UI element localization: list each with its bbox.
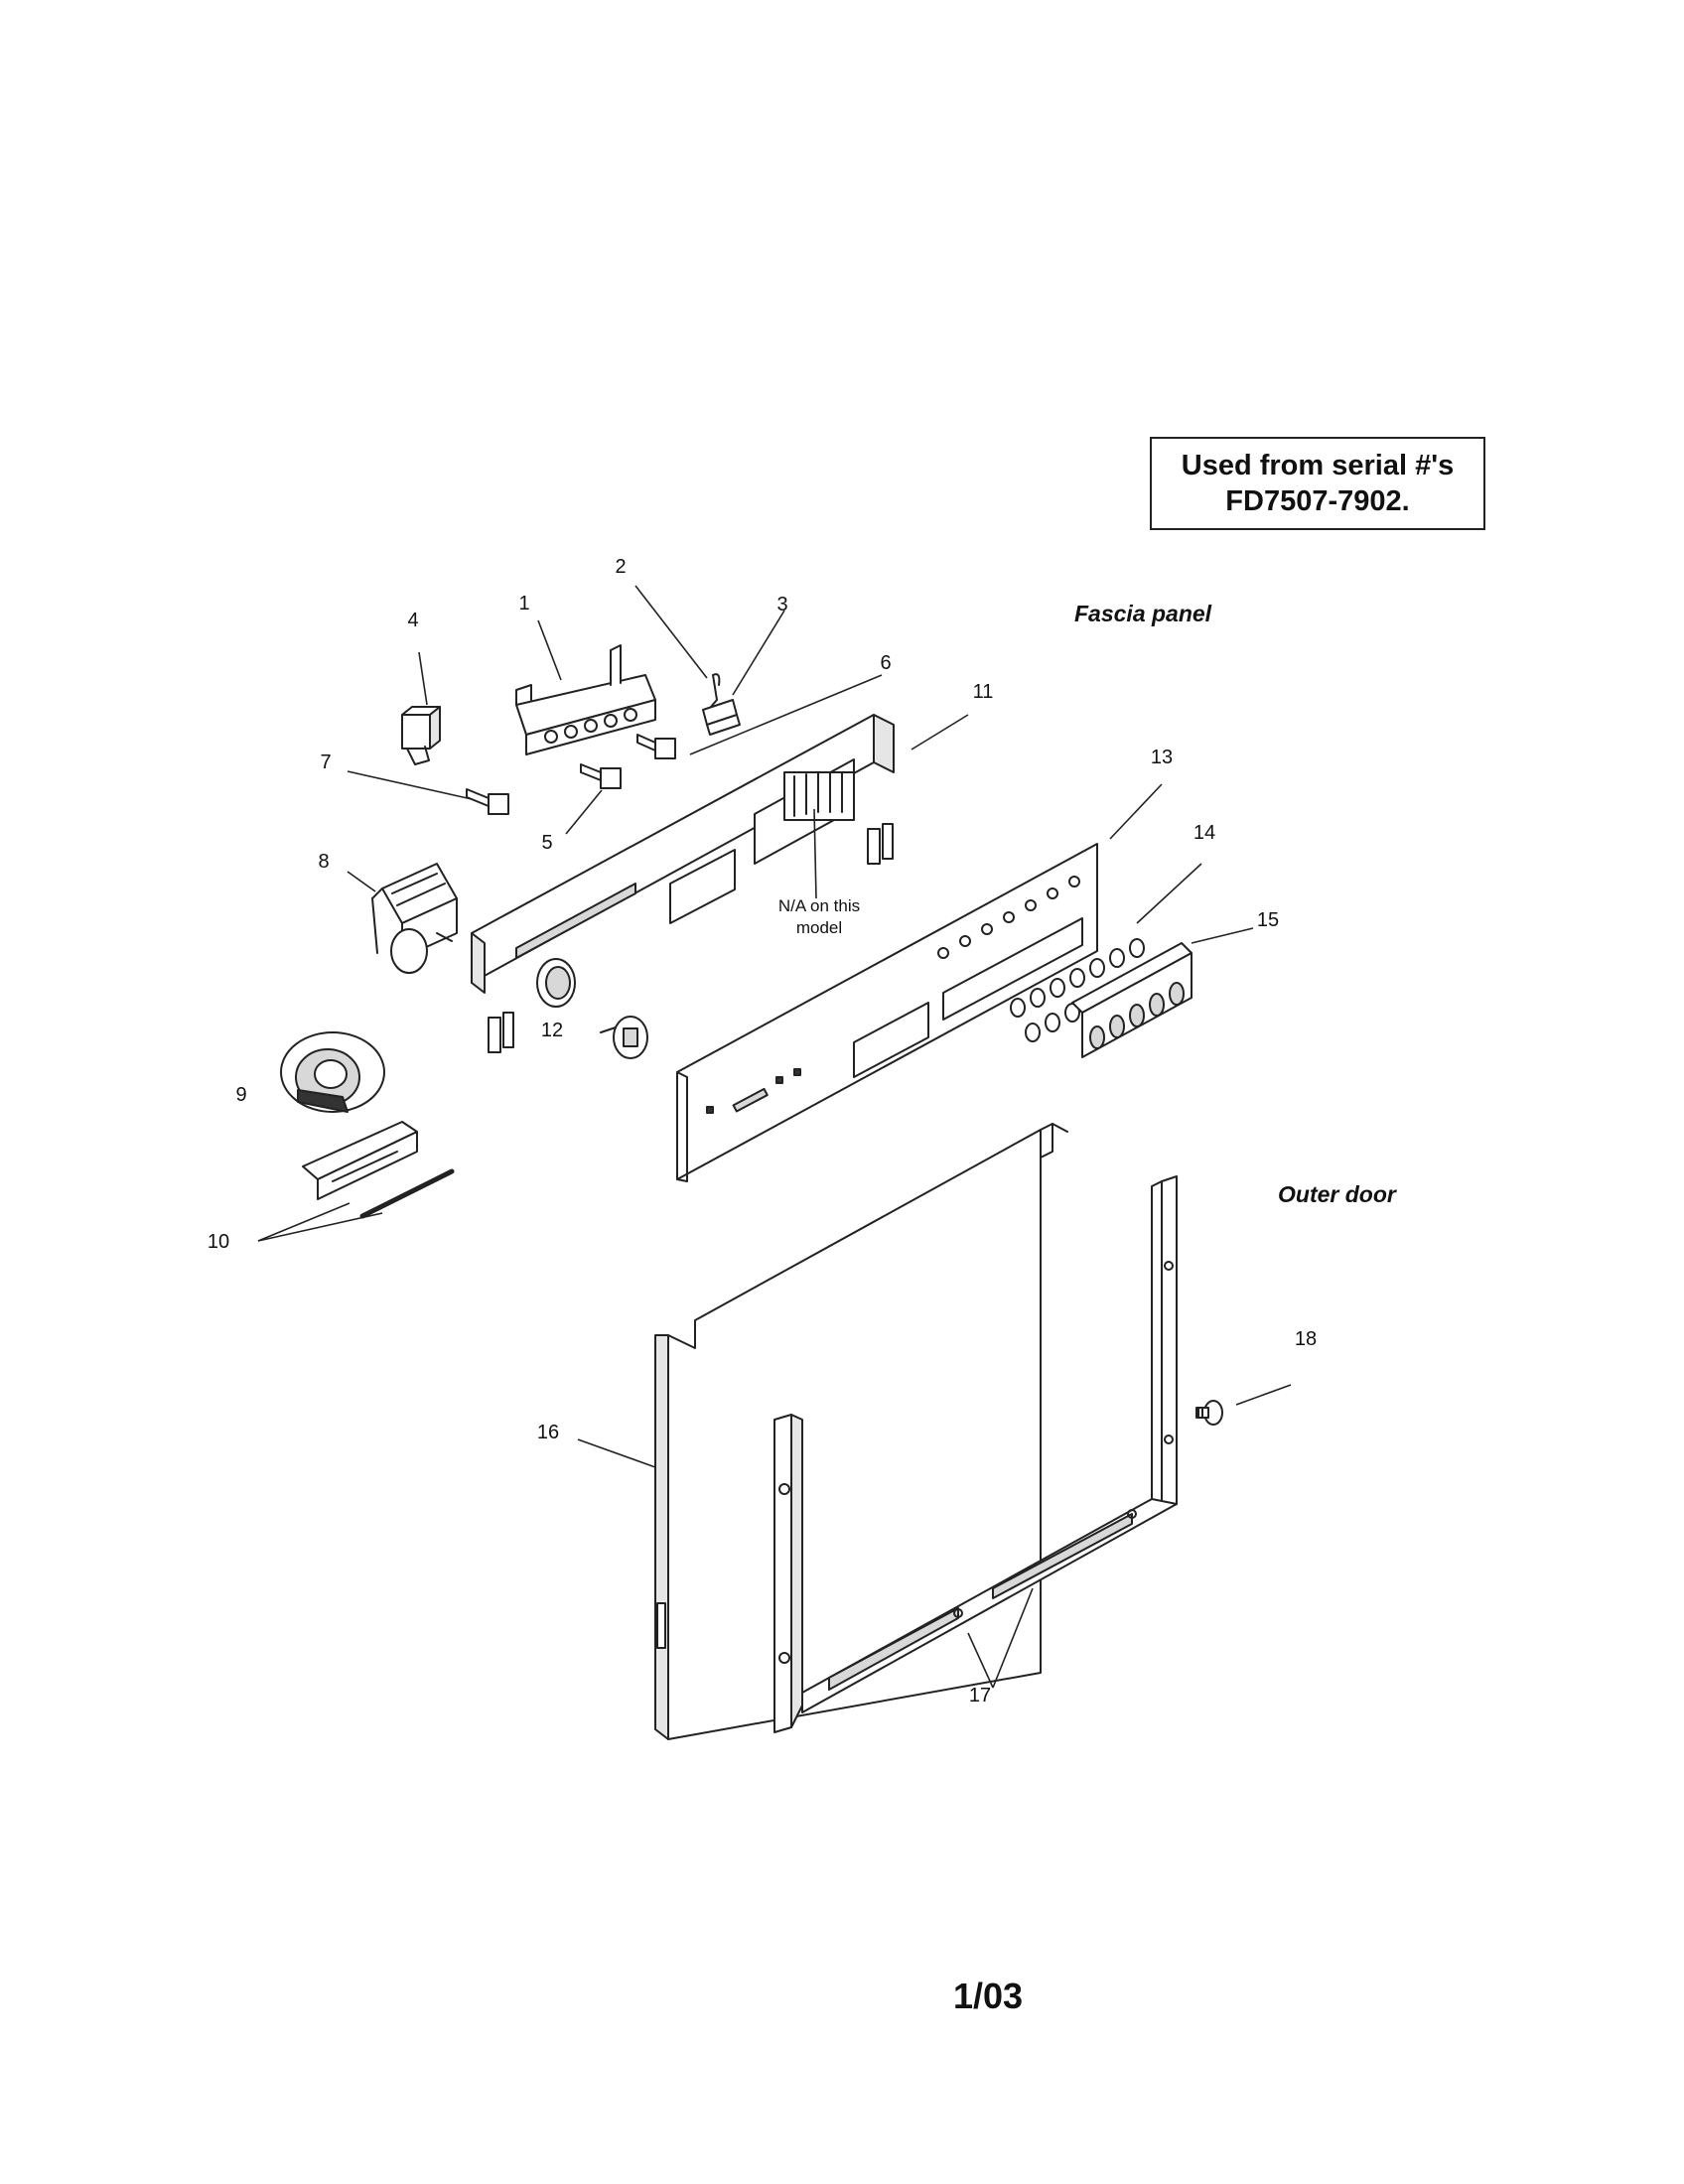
callout-5: 5 xyxy=(541,832,553,854)
spring-clip-part xyxy=(710,673,721,708)
callout-18: 18 xyxy=(1294,1328,1318,1350)
screw-part xyxy=(1195,1400,1223,1426)
callout-10: 10 xyxy=(207,1231,230,1253)
callout-12: 12 xyxy=(540,1020,564,1041)
serial-info-box: Used from serial #'s FD7507-7902. xyxy=(1150,437,1485,530)
callout-3: 3 xyxy=(776,594,788,615)
callout-7: 7 xyxy=(320,751,332,773)
callout-9: 9 xyxy=(235,1084,247,1106)
callout-4: 4 xyxy=(407,610,419,631)
push-rod-part xyxy=(580,763,622,789)
outer-door-label: Outer door xyxy=(1278,1181,1396,1207)
na-module-part xyxy=(783,771,855,821)
serial-line-1: Used from serial #'s xyxy=(1181,450,1455,481)
outer-door-panel-part xyxy=(654,1123,1068,1740)
na-note-line-1: N/A on this xyxy=(777,896,861,915)
callout-2: 2 xyxy=(615,556,627,578)
timer-part xyxy=(371,863,458,974)
door-frame-part xyxy=(773,1175,1178,1733)
switch-strip-part xyxy=(515,644,656,755)
callout-15: 15 xyxy=(1256,909,1280,931)
callout-8: 8 xyxy=(318,851,330,873)
front-trim-panel-part xyxy=(676,843,1098,1182)
na-note: N/A on this model xyxy=(765,895,874,939)
callout-14: 14 xyxy=(1193,822,1216,844)
page-number: 1/03 xyxy=(953,1976,1024,2016)
push-rod-part xyxy=(466,788,509,815)
relay-block-part xyxy=(401,706,441,765)
callout-6: 6 xyxy=(880,652,892,674)
callout-17: 17 xyxy=(968,1685,992,1706)
fascia-panel-label: Fascia panel xyxy=(1074,601,1212,626)
push-rod-part xyxy=(636,734,676,759)
callout-1: 1 xyxy=(518,593,530,614)
selector-knob-part xyxy=(600,1016,648,1059)
dial-part xyxy=(280,1031,385,1113)
rod-part xyxy=(359,1168,455,1219)
switch-lever-part xyxy=(702,699,741,736)
callout-13: 13 xyxy=(1150,747,1174,768)
na-note-line-2: model xyxy=(795,918,843,937)
bracket-part xyxy=(302,1121,418,1200)
button-block-part xyxy=(1071,942,1193,1058)
callout-11: 11 xyxy=(972,681,994,703)
serial-line-2: FD7507-7902. xyxy=(1225,485,1410,517)
callout-16: 16 xyxy=(536,1422,560,1443)
leader-lines xyxy=(257,585,1292,1689)
